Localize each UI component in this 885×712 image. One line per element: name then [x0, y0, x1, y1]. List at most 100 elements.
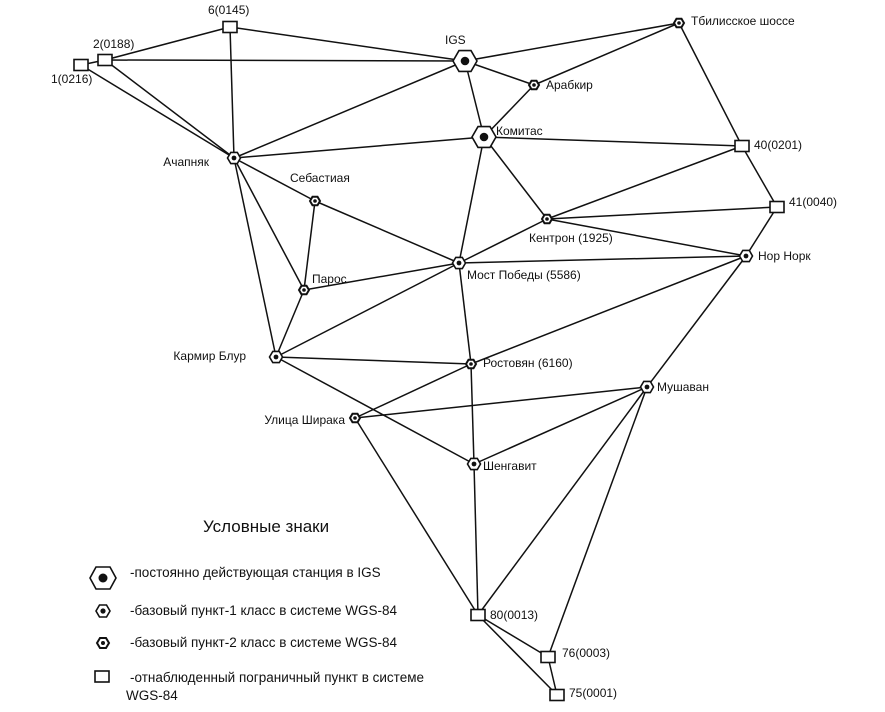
edge-komit-most — [458, 136, 485, 264]
edge-n1-achap — [80, 64, 235, 159]
edge-igs-tbil — [464, 22, 680, 62]
node-label-nork: Нор Норк — [758, 249, 811, 263]
edge-n76-n75 — [547, 656, 558, 696]
node-arab: Арабкир — [527, 78, 593, 92]
boundary-point-icon — [769, 200, 785, 214]
boundary-point-icon — [73, 58, 89, 72]
node-label-sebast: Себастиая — [290, 171, 350, 185]
edge-achap-sebast — [233, 157, 316, 202]
node-label-arab: Арабкир — [546, 78, 593, 92]
boundary-point-icon — [540, 650, 556, 664]
node-rostov: Ростовян (6160) — [464, 356, 573, 370]
node-label-tbil: Тбилисское шоссе — [691, 14, 795, 28]
node-tbil: Тбилисское шоссе — [672, 14, 795, 29]
node-sheng: Шенгавит — [466, 457, 537, 473]
node-label-achap: Ачапняк — [163, 155, 210, 169]
edge-kentr-most — [458, 218, 548, 264]
edge-most-rostov — [458, 262, 472, 365]
node-label-paros: Парос — [312, 272, 347, 286]
node-label-komit: Комитас — [496, 124, 543, 138]
edge-rostov-shirak — [354, 363, 472, 419]
edge-n80-n76 — [477, 614, 549, 658]
edge-shirak-n80 — [354, 417, 479, 616]
edge-sebast-paros — [303, 200, 316, 291]
edge-karmir-rostov — [275, 356, 472, 365]
node-label-n2: 2(0188) — [93, 37, 134, 51]
legend-title: Условные знаки — [203, 517, 329, 536]
node-n1: 1(0216) — [51, 58, 92, 86]
node-label-n6: 6(0145) — [208, 3, 249, 17]
node-label-karmir: Кармир Блур — [173, 349, 246, 363]
node-label-kentr: Кентрон (1925) — [529, 231, 613, 245]
edge-mushav-sheng — [473, 386, 648, 465]
edge-komit-achap — [233, 136, 485, 159]
edge-kentr-nork — [546, 218, 747, 257]
node-label-n1: 1(0216) — [51, 72, 92, 86]
edge-mushav-n80 — [477, 386, 648, 616]
boundary-point-icon — [222, 20, 238, 34]
node-n6: 6(0145) — [208, 3, 249, 34]
node-paros: Парос — [297, 272, 347, 296]
node-achap: Ачапняк — [163, 151, 242, 169]
edge-arab-komit — [483, 84, 535, 138]
edge-sheng-n80 — [473, 463, 479, 616]
network-nodes: 1(0216) 2(0188) 6(0145) IGS Тбилисское шоссе… — [51, 3, 837, 702]
edge-n80-n75 — [477, 614, 558, 696]
node-label-shirak: Улица Ширака — [264, 413, 345, 427]
edge-karmir-sheng — [275, 356, 475, 465]
edge-igs-arab — [464, 60, 535, 86]
edge-komit-kentr — [483, 136, 548, 220]
node-kentr: Кентрон (1925) — [529, 213, 613, 245]
node-label-mushav: Мушаван — [657, 380, 709, 394]
edge-n2-igs — [104, 59, 466, 62]
boundary-point-icon — [549, 688, 565, 702]
legend-text-square-cont: WGS-84 — [126, 688, 178, 703]
node-label-n40: 40(0201) — [754, 138, 802, 152]
legend-text-class2: -базовый пункт-2 класс в системе WGS-84 — [130, 635, 397, 650]
node-label-n76: 76(0003) — [562, 646, 610, 660]
edge-n41-nork — [745, 206, 778, 257]
edge-igs-komit — [464, 60, 485, 138]
edge-most-nork — [458, 255, 747, 264]
legend-text-igs: -постоянно действующая станция в IGS — [130, 565, 381, 580]
node-label-n41: 41(0040) — [789, 195, 837, 209]
node-label-rostov: Ростовян (6160) — [483, 356, 573, 370]
edge-tbil-n40 — [678, 22, 743, 147]
legend-text-class1: -базовый пункт-1 класс в системе WGS-84 — [130, 603, 397, 618]
node-nork: Нор Норк — [738, 249, 811, 263]
edge-igs-achap — [233, 60, 466, 159]
node-karmir: Кармир Блур — [173, 349, 284, 364]
edge-karmir-paros — [275, 289, 305, 358]
edge-most-karmir — [275, 262, 460, 358]
edge-komit-n40 — [483, 136, 743, 147]
boundary-point-icon — [470, 608, 486, 622]
node-label-most: Мост Победы (5586) — [467, 268, 581, 282]
boundary-point-icon — [97, 53, 113, 67]
node-n2: 2(0188) — [93, 37, 134, 67]
edge-n2-achap — [104, 59, 235, 159]
node-n41: 41(0040) — [769, 195, 837, 214]
node-mushav: Мушаван — [639, 380, 709, 394]
edge-mushav-n76 — [547, 386, 648, 658]
node-n76: 76(0003) — [540, 646, 610, 664]
node-most: Мост Победы (5586) — [451, 256, 581, 282]
edge-rostov-sheng — [470, 363, 475, 465]
edge-n2-n6 — [104, 26, 231, 61]
edge-nork-rostov — [470, 255, 747, 365]
node-n80: 80(0013) — [470, 608, 538, 622]
edge-n6-achap — [229, 26, 235, 159]
node-n75: 75(0001) — [549, 686, 617, 702]
legend-item-igs: -постоянно действующая станция в IGS — [89, 565, 381, 590]
node-igs: IGS — [445, 33, 478, 73]
node-label-n80: 80(0013) — [490, 608, 538, 622]
edge-mushav-shirak — [354, 386, 648, 419]
boundary-point-icon — [734, 139, 750, 153]
edge-nork-mushav — [646, 255, 747, 388]
node-n40: 40(0201) — [734, 138, 802, 153]
legend-text-square: -отнаблюденный пограничный пункт в систе… — [130, 670, 424, 685]
edge-achap-karmir — [233, 157, 277, 358]
legend-item-class2: -базовый пункт-2 класс в системе WGS-84 — [95, 635, 397, 650]
edge-achap-paros — [233, 157, 305, 291]
legend-item-square: -отнаблюденный пограничный пункт в систе… — [94, 670, 424, 703]
